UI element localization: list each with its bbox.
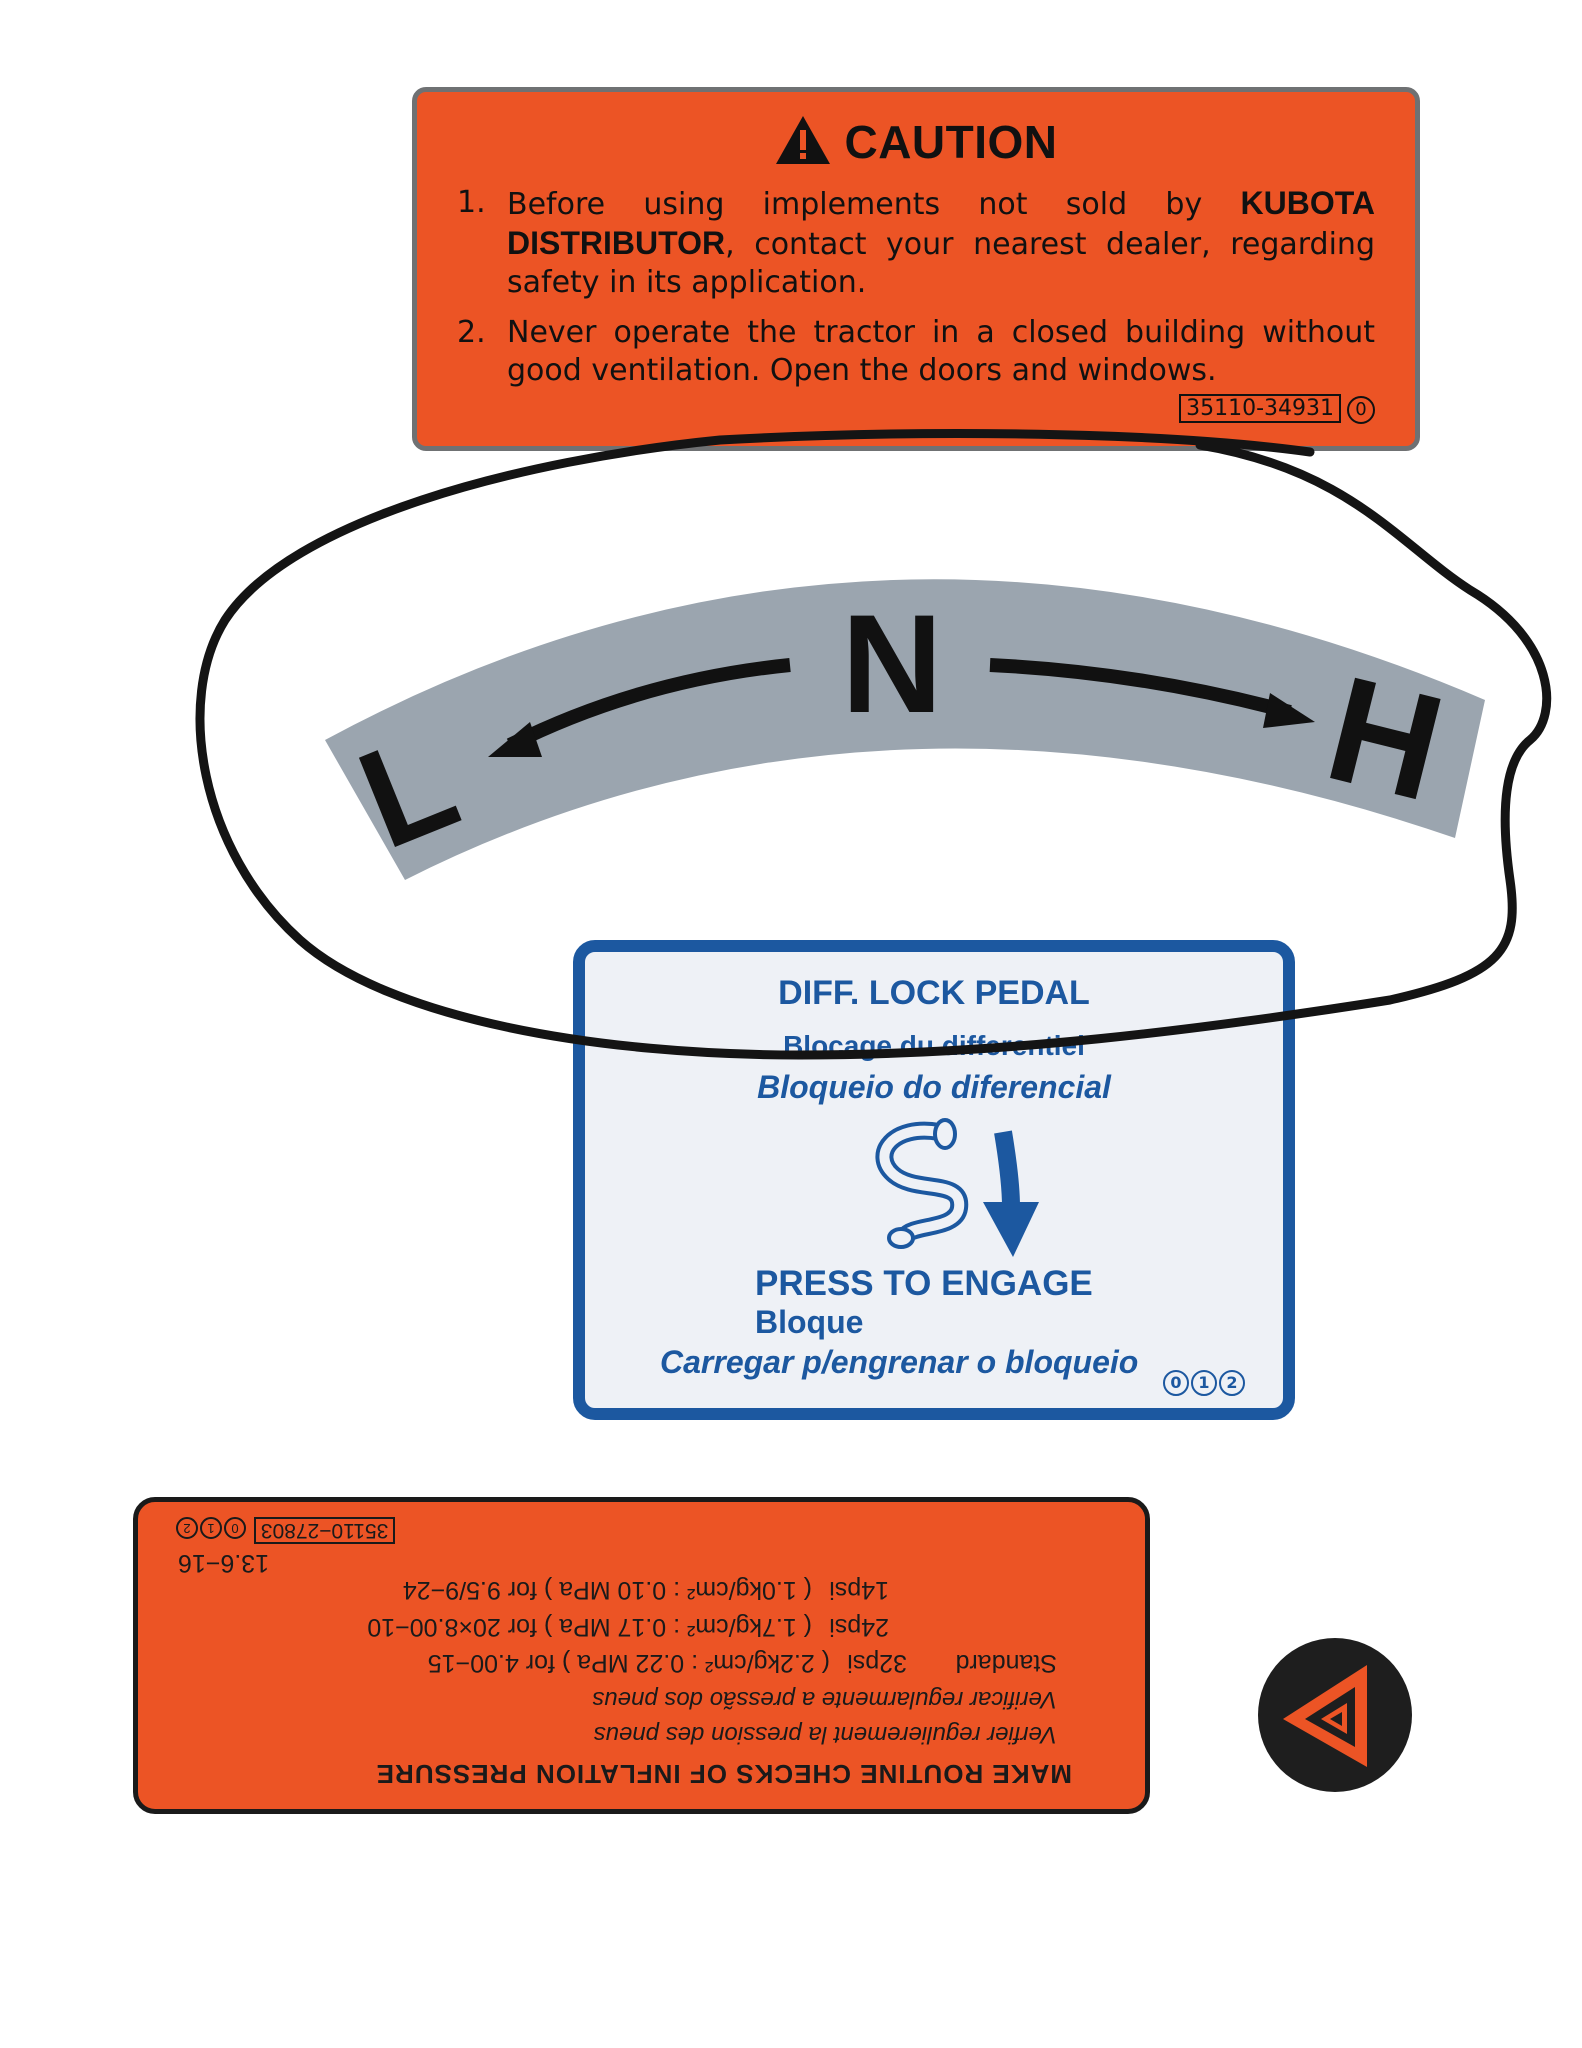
warning-triangle-icon [776,116,831,164]
press-to-engage: PRESS TO ENGAGE [755,1264,1093,1303]
tire-row-3: 14psi ( 1.0kg/cm² : 0.10 MPa ) for 9.5/9… [402,1576,889,1604]
diff-lock-title: DIFF. LOCK PEDAL [778,974,1090,1012]
diff-lock-decal: DIFF. LOCK PEDAL Blocage du differentiel… [573,940,1295,1420]
diff-lock-french: Blocage du differentiel [783,1030,1085,1061]
caution-item-2: 2. Never operate the tractor in a closed… [457,315,1375,388]
range-decal: L N H [325,579,1485,880]
press-portuguese: Carregar p/engrenar o bloqueio [660,1344,1139,1380]
caution-decal: CAUTION 1. Before using implements not s… [412,87,1420,451]
tire-pressure-decal: MAKE ROUTINE CHECKS OF INFLATION PRESSUR… [133,1497,1150,1814]
tire-row-1: Standard32psi ( 2.2kg/cm² : 0.22 MPa ) f… [427,1649,1057,1677]
caution-item-1: 1. Before using implements not sold by K… [457,185,1375,300]
tire-extra-size: 13.6−16 [178,1549,270,1577]
press-french: Bloque [755,1304,864,1340]
pedal-icon [875,1118,1039,1257]
warning-triangle-icon [1283,1665,1367,1767]
tire-heading: MAKE ROUTINE CHECKS OF INFLATION PRESSUR… [375,1759,1072,1789]
brand-name: KUBOTA DISTRIBUTOR [507,185,1375,261]
tire-part-number: 35110−27803 012 [176,1517,396,1544]
tire-portuguese: Verificar regularmente a pressão dos pne… [592,1686,1057,1713]
down-arrow-icon [983,1202,1039,1257]
hazard-decal [1258,1638,1412,1792]
range-label-neutral: N [841,585,942,742]
diff-lock-revision: 0 1 2 [1163,1370,1245,1396]
caution-heading: CAUTION [417,114,1415,169]
tire-french: Verfier regulierement la pression des pn… [593,1721,1057,1748]
diff-lock-portuguese: Bloqueio do diferencial [757,1069,1111,1105]
tire-row-2: 24psi ( 1.7kg/cm² : 0.17 MPa ) for 20×8.… [367,1613,889,1641]
